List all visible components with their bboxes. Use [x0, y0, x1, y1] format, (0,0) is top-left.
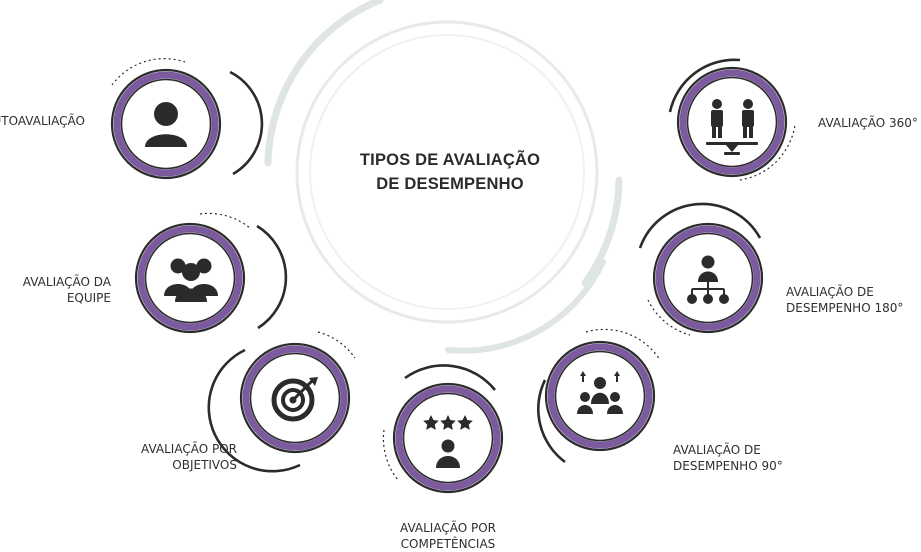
team-icon [164, 258, 218, 302]
label-avaliacao-360: AVALIAÇÃO 360° [818, 116, 918, 130]
diagram-title: TIPOS DE AVALIAÇÃO DE DESEMPENHO [300, 148, 600, 196]
manager-icon [577, 371, 623, 414]
label-avaliacao-equipe: AVALIAÇÃO DA EQUIPE [22, 275, 111, 305]
lower-background-arc [445, 259, 606, 354]
title-line-2: DE DESEMPENHO [376, 175, 524, 193]
target-icon [271, 377, 318, 422]
label-avaliacao-objetivos: AVALIAÇÃO POR OBJETIVOS [141, 442, 237, 472]
background-arcs [264, 0, 623, 354]
label-avaliacao-180: AVALIAÇÃO DE DESEMPENHO 180° [786, 285, 904, 315]
node-avaliacao-equipe[interactable] [136, 212, 288, 332]
node-avaliacao-objetivos[interactable] [207, 331, 356, 473]
diagram-canvas [0, 0, 796, 540]
label-autoavaliacao: AUTOAVALIAÇÃO [0, 114, 85, 128]
node-avaliacao-360[interactable] [668, 58, 796, 181]
node-avaliacao-competencias[interactable] [382, 364, 502, 492]
person-icon [145, 102, 187, 147]
title-line-1: TIPOS DE AVALIAÇÃO [359, 151, 541, 169]
node-avaliacao-180[interactable] [638, 202, 762, 336]
node-autoavaliacao[interactable] [112, 58, 264, 178]
balance-people-icon [706, 99, 758, 155]
center-circle-inner [309, 34, 585, 310]
center-circle-outer [295, 20, 599, 324]
label-avaliacao-competencias: AVALIAÇÃO POR COMPETÊNCIAS [400, 521, 496, 551]
node-avaliacao-90[interactable] [537, 328, 661, 464]
label-avaliacao-90: AVALIAÇÃO DE DESEMPENHO 90° [673, 443, 783, 473]
outer-background-arc [264, 0, 384, 167]
hierarchy-icon [687, 255, 729, 304]
outer-background-arc-right [581, 176, 623, 287]
star-rating-icon [423, 415, 473, 468]
